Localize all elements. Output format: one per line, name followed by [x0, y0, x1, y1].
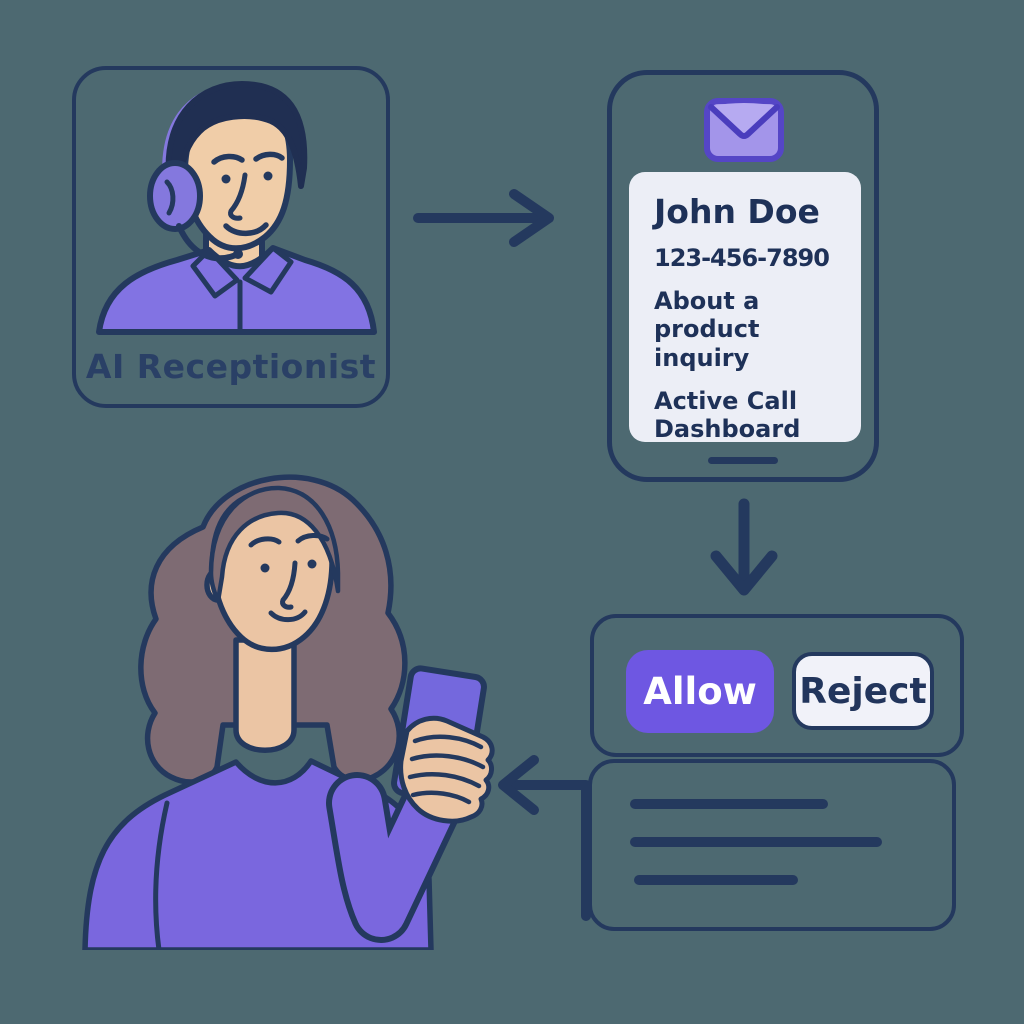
call-info-card: John Doe 123-456-7890 About a product in… — [629, 172, 861, 444]
phone-home-indicator — [708, 457, 778, 464]
note-line — [634, 875, 798, 885]
decision-card: Allow Reject — [590, 614, 964, 757]
arrow-left-icon — [498, 755, 591, 921]
caller-number: 123-456-7890 — [654, 244, 830, 272]
allow-button[interactable]: Allow — [626, 650, 774, 733]
ai-receptionist-card: AI Receptionist — [72, 66, 390, 408]
phone-frame: John Doe 123-456-7890 About a product in… — [607, 70, 879, 482]
envelope-icon — [704, 98, 784, 162]
caller-topic: About a product inquiry — [654, 287, 760, 372]
caller-status: Active Call Dashboard — [654, 386, 801, 444]
receptionist-avatar — [96, 81, 377, 335]
note-line — [630, 837, 882, 847]
reject-button[interactable]: Reject — [792, 652, 934, 730]
note-line — [630, 799, 828, 809]
receptionist-label: AI Receptionist — [85, 347, 377, 386]
arrow-down-icon — [710, 498, 778, 596]
customer-avatar — [82, 474, 495, 950]
notes-card — [588, 759, 956, 931]
caller-name: John Doe — [654, 192, 820, 231]
arrow-right-icon — [413, 189, 554, 247]
